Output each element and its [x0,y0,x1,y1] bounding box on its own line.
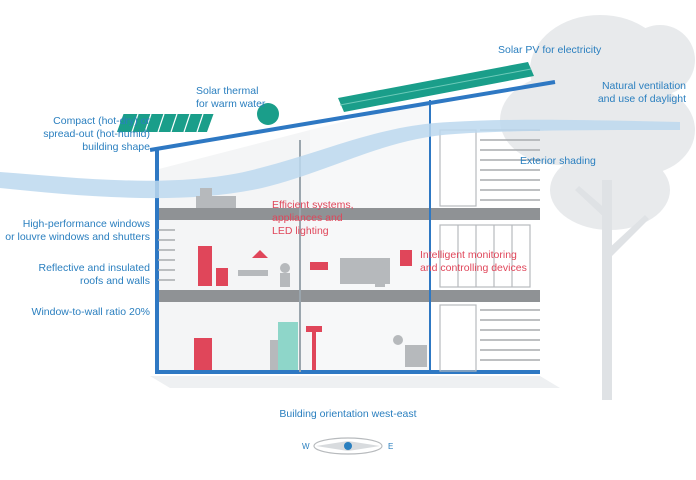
solar-pv-panel [338,62,534,112]
floor-slabs [155,208,540,302]
label-solar-thermal: Solar thermal for warm water [196,85,266,110]
appliances-red [194,246,412,370]
label-intelligent-monitoring: Intelligent monitoring and controlling d… [420,249,527,274]
compass-east-label: E [388,442,394,451]
label-building-shape: Compact (hot-dry) or spread-out (hot-hum… [43,115,150,153]
label-windows: High-performance windows or louvre windo… [5,218,150,243]
label-natural-ventilation: Natural ventilation and use of daylight [597,80,686,105]
label-exterior-shading: Exterior shading [520,155,596,167]
solar-thermal-collector [116,103,279,133]
air-flow-stream [0,119,680,199]
interior-furniture [196,188,427,370]
ground-shadow [150,376,560,388]
fridge-door-panel [278,322,298,370]
tree-illustration [500,15,695,400]
compass-west-label: W [302,442,310,451]
window-frames [439,129,531,372]
label-roofs-walls: Reflective and insulated roofs and walls [38,262,151,287]
compass-symbol [313,437,383,455]
label-window-ratio: Window-to-wall ratio 20% [31,306,150,318]
label-efficient-systems: Efficient systems, appliances and LED li… [272,199,354,237]
label-orientation: Building orientation west-east [279,408,417,420]
louvre-shutters [158,129,540,361]
building-structure [149,80,556,374]
label-solar-pv: Solar PV for electricity [498,44,602,56]
